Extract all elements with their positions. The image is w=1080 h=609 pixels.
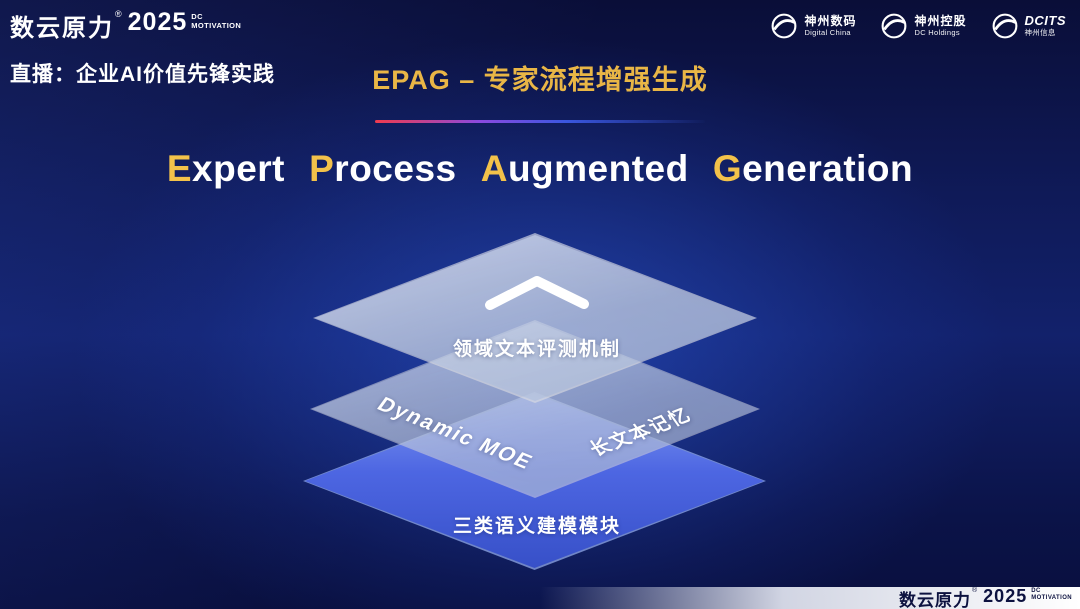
swoosh-circle-icon — [770, 12, 798, 40]
partner-logo-digital-china: 神州数码 Digital China — [770, 12, 856, 40]
brand-name: 数云原力 — [899, 590, 971, 609]
registered-mark: ® — [972, 586, 978, 594]
registered-mark: ® — [115, 9, 122, 19]
live-caption: 直播：企业AI价值先锋实践 — [10, 63, 275, 86]
partner-logo-dc-holdings: 神州控股 DC Holdings — [880, 12, 966, 40]
brand-year: 2025 — [127, 8, 188, 36]
title-word: Expert — [166, 148, 286, 189]
brand-subtitle-line1: DC — [1031, 587, 1041, 594]
title-word: Augmented — [480, 148, 689, 189]
title-word: Process — [309, 148, 457, 189]
swoosh-circle-icon — [880, 12, 908, 40]
brand-year: 2025 — [983, 585, 1028, 606]
partner-name-cn: 神州数码 — [804, 13, 857, 28]
partner-logos: 神州数码 Digital China 神州控股 DC Holdings DCIT… — [770, 12, 1066, 40]
title-word: Generation — [712, 148, 914, 189]
partner-name-en: 神州信息 — [1024, 28, 1056, 38]
chevron-up-icon — [482, 272, 592, 319]
partner-name-en: Digital China — [804, 27, 851, 37]
divider-line — [375, 120, 705, 123]
brand-logo-watermark: 数云原力® 2025 DC MOTIVATION — [899, 586, 1072, 609]
main-title: Expert Process Augmented Generation — [0, 148, 1080, 190]
layer-label-semantic-modeling: 三类语义建模模块 — [452, 516, 622, 537]
watermark-strip: 数云原力® 2025 DC MOTIVATION — [540, 586, 1080, 609]
brand-subtitle-line1: DC — [191, 12, 203, 21]
partner-name-en: DC Holdings — [914, 27, 960, 37]
brand-subtitle-line2: MOTIVATION — [1031, 594, 1072, 601]
brand-subtitle-line2: MOTIVATION — [191, 21, 242, 30]
brand-subtitle: DC MOTIVATION — [1031, 588, 1072, 602]
layer-label-evaluation: 领域文本评测机制 — [452, 339, 622, 360]
partner-name-cn: 神州控股 — [914, 13, 967, 28]
swoosh-circle-icon — [991, 12, 1019, 40]
brand-subtitle: DC MOTIVATION — [191, 12, 241, 30]
partner-logo-dcits: DCITS 神州信息 — [991, 12, 1067, 40]
partner-name-cn: DCITS — [1024, 13, 1066, 29]
slide-kicker: EPAG – 专家流程增强生成 — [372, 65, 708, 95]
brand-logo: 数云原力® 2025 DC MOTIVATION — [10, 8, 241, 43]
brand-name: 数云原力 — [10, 15, 114, 42]
